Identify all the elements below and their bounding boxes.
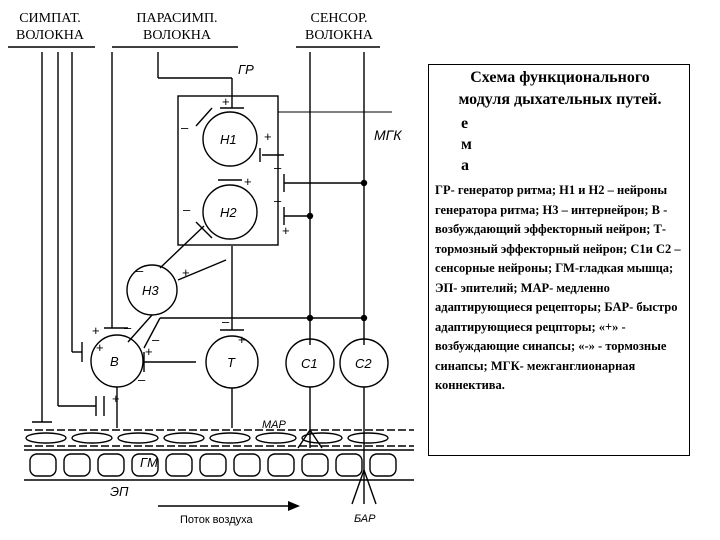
svg-text:–: –	[138, 372, 146, 387]
description-body: ГР- генератор ритма; Н1 и Н2 – нейроны г…	[435, 183, 681, 392]
label-airflow: Поток воздуха	[180, 514, 253, 526]
synapse-signs: + – + – + – – + + – + – – + + + – + –	[92, 94, 290, 406]
header-sensory: СЕНСОР. ВОЛОКНА	[294, 10, 384, 44]
svg-text:+: +	[222, 94, 230, 109]
mar-receptor-ending	[297, 429, 323, 449]
svg-text:+: +	[238, 332, 246, 347]
description-letters: е м а	[461, 113, 472, 176]
header-parasympathetic-line1: ПАРАСИМП.	[136, 11, 218, 26]
svg-text:–: –	[274, 193, 282, 208]
h2-h3-link	[159, 225, 205, 269]
svg-text:–: –	[274, 160, 282, 175]
header-parasympathetic: ПАРАСИМП. ВОЛОКНА	[118, 10, 236, 44]
sensory-fibres	[143, 52, 368, 372]
header-sympathetic: СИМПАТ. ВОЛОКНА	[4, 10, 96, 44]
svg-text:–: –	[124, 320, 132, 335]
svg-text:+: +	[92, 323, 100, 338]
label-b: В	[110, 354, 119, 369]
label-gr: ГР	[238, 62, 254, 77]
rhythm-generator-box	[177, 95, 279, 246]
description-title: Схема функционального модуля дыхательных…	[433, 67, 687, 111]
label-h2: Н2	[220, 205, 237, 220]
svg-text:+: +	[145, 344, 153, 359]
epithelium-layer	[24, 449, 414, 481]
header-sympathetic-line1: СИМПАТ.	[19, 11, 81, 26]
bar-receptor-ending	[351, 469, 377, 505]
label-c2: С2	[355, 356, 372, 371]
parasympathetic-fibres	[104, 52, 244, 331]
label-mgk: МГК	[374, 127, 402, 143]
description-letter: е	[461, 115, 469, 132]
h1-synapse-left	[195, 107, 213, 127]
svg-text:–: –	[136, 263, 144, 278]
label-t: Т	[227, 355, 236, 370]
sympathetic-fibres	[32, 52, 105, 423]
smooth-muscle-layer	[24, 429, 414, 447]
description-letter: м	[461, 136, 472, 153]
label-mar: МАР	[262, 419, 287, 431]
header-parasympathetic-line2: ВОЛОКНА	[143, 28, 211, 43]
description-letter: а	[461, 157, 469, 174]
svg-text:+: +	[282, 223, 290, 238]
neuron-h2	[202, 184, 258, 240]
header-sympathetic-line2: ВОЛОКНА	[16, 28, 84, 43]
svg-text:–: –	[152, 332, 160, 347]
label-bar: БАР	[354, 513, 376, 525]
svg-text:–: –	[181, 120, 189, 135]
airflow-arrowhead	[288, 501, 300, 511]
header-sensory-line2: ВОЛОКНА	[305, 28, 373, 43]
label-gm: ГМ	[140, 455, 158, 470]
label-c1: С1	[301, 356, 318, 371]
description-title-line1: Схема функционального	[470, 69, 650, 86]
h3-b-link	[127, 314, 153, 343]
description-title-line2: модуля дыхательных путей.	[458, 91, 662, 108]
neuron-h1	[202, 111, 258, 167]
svg-text:+: +	[182, 265, 190, 280]
label-ep: ЭП	[110, 484, 129, 499]
header-sensory-line1: СЕНСОР.	[310, 11, 368, 26]
h2-synapse-left	[195, 221, 213, 239]
svg-text:+: +	[96, 340, 104, 355]
description-panel: Схема функционального модуля дыхательных…	[428, 64, 690, 456]
svg-text:–: –	[222, 314, 230, 329]
h3-h1-link	[177, 259, 227, 281]
svg-text:+: +	[244, 174, 252, 189]
svg-text:–: –	[183, 202, 191, 217]
label-h3: Н3	[142, 283, 159, 298]
label-h1: Н1	[220, 132, 237, 147]
svg-text:+: +	[112, 391, 120, 406]
svg-text:+: +	[264, 129, 272, 144]
